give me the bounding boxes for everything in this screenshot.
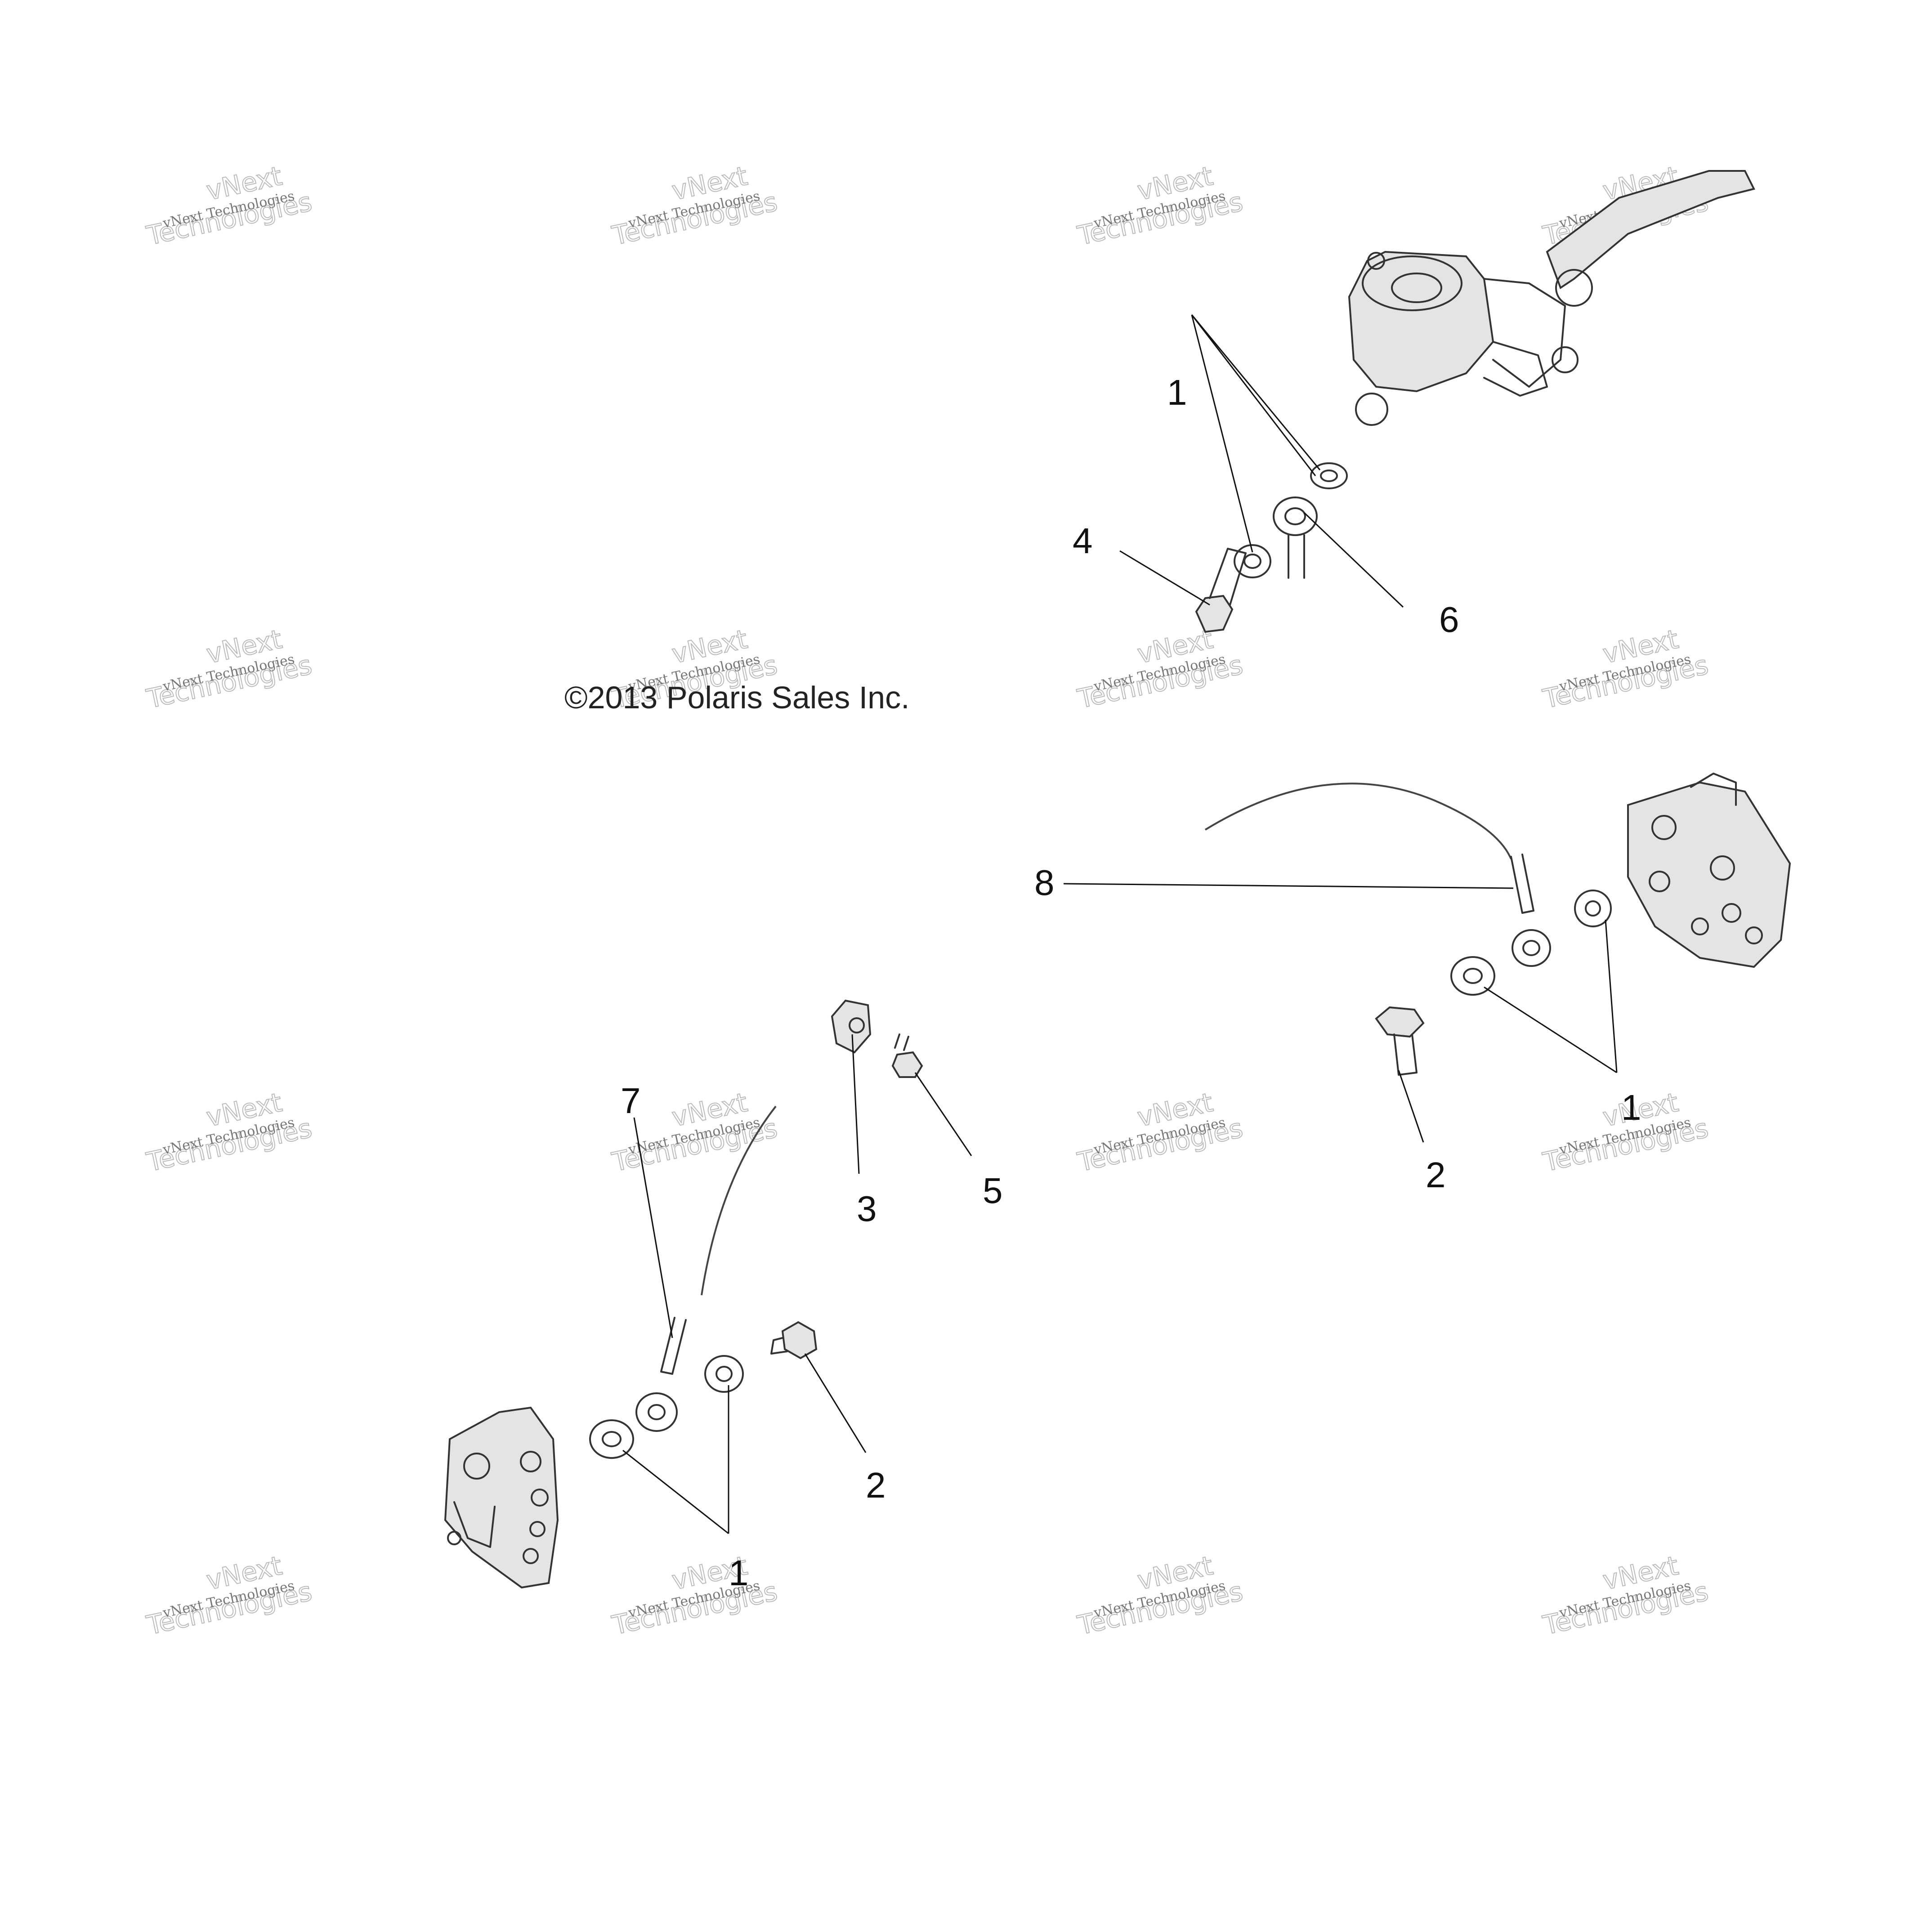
banjo-bolt-icon xyxy=(1375,1006,1425,1076)
callout-1-bottom: 1 xyxy=(729,1553,749,1593)
callout-2-left: 2 xyxy=(866,1465,886,1505)
sealing-washer-icon xyxy=(589,1419,634,1459)
sealing-washer-icon xyxy=(704,1355,744,1393)
caliper-left-icon xyxy=(444,1406,559,1589)
callout-1-right: 1 xyxy=(1621,1087,1641,1127)
callout-2-right: 2 xyxy=(1426,1155,1446,1195)
brake-hose-icon xyxy=(1204,783,1551,967)
sealing-washer-icon xyxy=(1234,544,1271,578)
callout-1-top: 1 xyxy=(1167,372,1187,412)
banjo-fitting-icon xyxy=(1273,496,1318,579)
sealing-washer-icon xyxy=(1310,462,1348,489)
copyright-text: ©2013 Polaris Sales Inc. xyxy=(564,680,910,715)
callout-5: 5 xyxy=(983,1171,1003,1211)
hose-clamp-icon xyxy=(831,999,872,1054)
callout-4: 4 xyxy=(1073,521,1093,561)
callout-7: 7 xyxy=(621,1081,641,1121)
sealing-washer-icon xyxy=(1450,956,1495,996)
banjo-fitting-icon xyxy=(635,1317,687,1432)
callout-8: 8 xyxy=(1034,863,1055,903)
banjo-bolt-icon xyxy=(770,1321,818,1360)
banjo-bolt-icon xyxy=(1195,548,1247,633)
callout-6: 6 xyxy=(1439,599,1459,640)
sealing-washer-icon xyxy=(1574,890,1612,927)
caliper-right-icon xyxy=(1627,773,1791,968)
screw-icon xyxy=(891,1033,923,1078)
brake-hose-icon xyxy=(701,1105,777,1296)
callout-3: 3 xyxy=(857,1189,877,1229)
master-cylinder-lever-icon xyxy=(1348,170,1755,426)
